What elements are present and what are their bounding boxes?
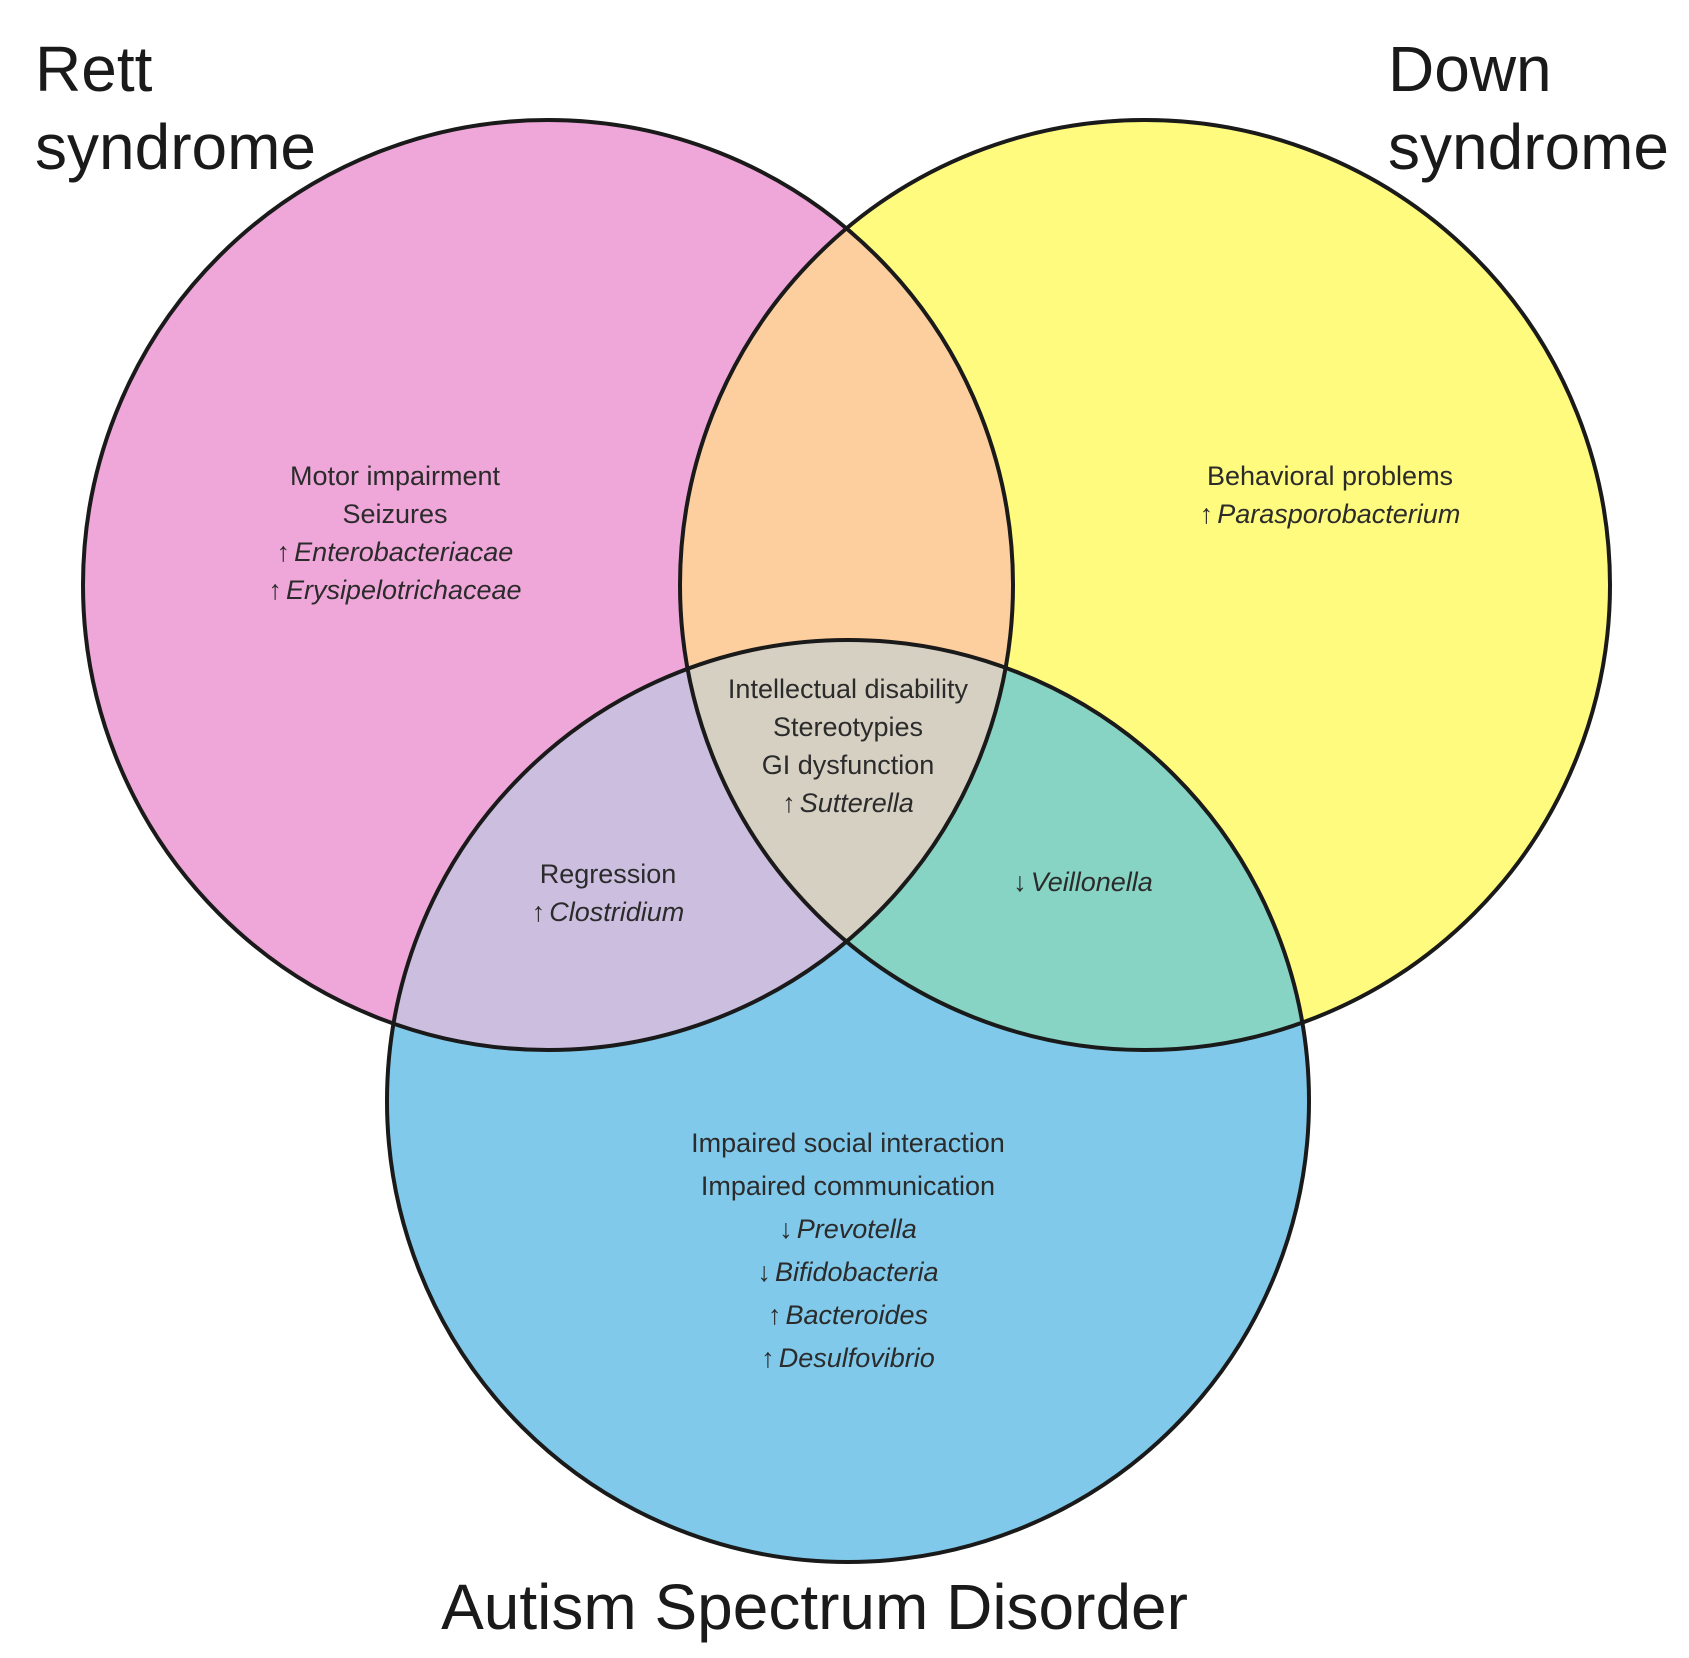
region-down-only: Behavioral problems ↑Parasporobacterium — [1200, 457, 1461, 533]
taxon-name: Prevotella — [796, 1214, 917, 1244]
region-line: Impaired communication — [700, 1171, 996, 1201]
region-rett-asd: Regression ↑Clostridium — [532, 855, 685, 931]
set-label-rett-line2: syndrome — [35, 111, 316, 184]
region-line: ↓Bifidobacteria — [691, 1251, 1005, 1294]
region-line: ↑Parasporobacterium — [1200, 495, 1461, 533]
arrow-up-icon: ↑ — [276, 537, 291, 567]
arrow-up-icon: ↑ — [531, 897, 546, 927]
arrow-up-icon: ↑ — [761, 1343, 775, 1373]
set-label-down: Down syndrome — [1388, 30, 1669, 186]
arrow-up-icon: ↑ — [782, 788, 796, 818]
circle-down-outline — [678, 118, 1612, 1052]
circle-asd-outline — [385, 638, 1311, 1564]
region-line: ↑Desulfovibrio — [691, 1337, 1005, 1380]
region-line: ↓Prevotella — [691, 1208, 1005, 1251]
taxon-name: Veillonella — [1030, 867, 1153, 897]
set-label-down-line2: syndrome — [1388, 111, 1669, 184]
set-label-asd-line1: Autism Spectrum Disorder — [441, 1571, 1188, 1643]
taxon-name: Clostridium — [549, 897, 685, 927]
region-line: Motor impairment — [289, 461, 501, 491]
arrow-down-icon: ↓ — [779, 1214, 793, 1244]
set-label-down-line1: Down — [1388, 33, 1552, 105]
set-label-rett: Rett syndrome — [35, 30, 316, 186]
region-line: ↓Veillonella — [1013, 863, 1153, 901]
region-line: Stereotypies — [772, 712, 924, 742]
overlap-rett-asd — [387, 640, 1013, 1050]
taxon-name: Desulfovibrio — [778, 1343, 935, 1373]
region-down-asd: ↓Veillonella — [1013, 863, 1153, 901]
set-label-rett-line1: Rett — [35, 33, 153, 105]
region-line: ↑Enterobacteriacae — [268, 533, 521, 571]
arrow-up-icon: ↑ — [268, 575, 282, 605]
taxon-name: Sutterella — [799, 788, 914, 818]
arrow-up-icon: ↑ — [767, 1300, 782, 1330]
region-line: Intellectual disability — [727, 674, 969, 704]
region-line: Regression — [539, 859, 677, 889]
region-line: ↑Erysipelotrichaceae — [268, 571, 521, 609]
taxon-name: Parasporobacterium — [1217, 499, 1461, 529]
taxon-name: Bacteroides — [785, 1300, 929, 1330]
region-line: ↑Sutterella — [728, 784, 968, 822]
taxon-name: Bifidobacteria — [774, 1257, 939, 1287]
arrow-down-icon: ↓ — [1013, 867, 1027, 897]
region-line: ↑Bacteroides — [691, 1294, 1005, 1337]
region-line: GI dysfunction — [761, 750, 935, 780]
set-label-asd: Autism Spectrum Disorder — [0, 1568, 1689, 1646]
region-line: ↑Clostridium — [532, 893, 685, 931]
region-line: Seizures — [342, 499, 448, 529]
region-line: Impaired social interaction — [691, 1128, 1005, 1158]
arrow-up-icon: ↑ — [1199, 499, 1214, 529]
taxon-name: Erysipelotrichaceae — [285, 575, 522, 605]
region-line: Behavioral problems — [1206, 461, 1454, 491]
overlap-down-asd — [680, 640, 1309, 1050]
arrow-down-icon: ↓ — [757, 1257, 771, 1287]
taxon-name: Enterobacteriacae — [294, 537, 514, 567]
circle-rett-outline — [81, 118, 1015, 1052]
